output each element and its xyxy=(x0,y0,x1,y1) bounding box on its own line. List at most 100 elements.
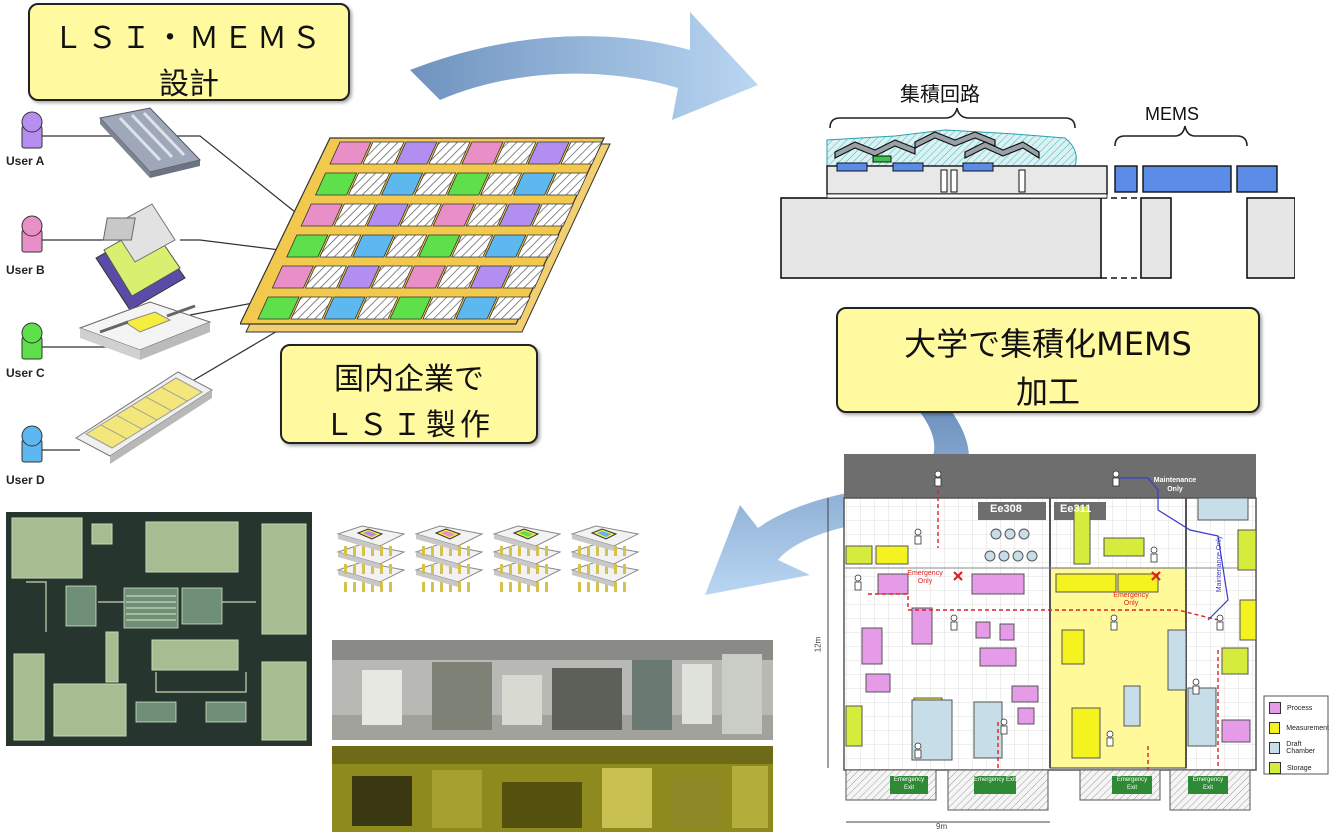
wafer-die xyxy=(257,296,300,320)
wafer-die xyxy=(329,141,372,165)
device-c-chip xyxy=(78,301,212,360)
wafer-die xyxy=(323,296,366,320)
wafer-die xyxy=(494,141,537,165)
emergency-exit-label-2: Emergency Exit xyxy=(974,777,1017,783)
manufacture-callout-line1: 国内企業で xyxy=(334,362,484,397)
wafer-die xyxy=(389,296,432,320)
wafer-die xyxy=(356,296,399,320)
yellow-room-photo-drawing xyxy=(332,746,773,832)
wafer-die xyxy=(333,203,376,227)
device-b-chip xyxy=(95,203,186,311)
packaged-chips xyxy=(336,525,640,592)
user-design-diagram xyxy=(21,107,361,464)
emergency-only-label-2: Emergency Only xyxy=(1113,592,1149,607)
dimension-width-label: 9m xyxy=(936,822,948,831)
wafer-die xyxy=(352,234,395,258)
wafer-die xyxy=(366,203,409,227)
maintenance-vertical-label: Maintenance Only xyxy=(1216,535,1223,593)
packaged-chip xyxy=(570,525,640,556)
arrow-to-chips xyxy=(705,412,969,595)
device-a-chip xyxy=(99,107,201,178)
wafer-die xyxy=(560,141,603,165)
mems-label: MEMS xyxy=(1145,104,1199,124)
legend-storage: Storage xyxy=(1265,758,1329,778)
manufacture-callout: 国内企業で ＬＳＩ製作 xyxy=(280,344,538,444)
wafer-die xyxy=(446,172,490,196)
wafer-die xyxy=(461,141,504,165)
wafer-die xyxy=(362,141,405,165)
room-ee311-label: Ee311 xyxy=(1060,503,1092,515)
wafer-die xyxy=(479,172,523,196)
wafer-die xyxy=(399,203,442,227)
legend-draft-chamber-label: Draft Chamber xyxy=(1286,741,1316,755)
wafer-die xyxy=(290,296,333,320)
wafer-die xyxy=(436,265,480,289)
legend-measurement-label: Measurement xyxy=(1286,724,1329,732)
wafer-die xyxy=(428,141,471,165)
university-callout: 大学で集積化MEMS 加工 xyxy=(836,307,1260,413)
user-d-icon xyxy=(21,425,43,463)
wafer-die xyxy=(517,234,560,258)
wafer-die xyxy=(418,234,461,258)
manufacture-callout-line2: ＬＳＩ製作 xyxy=(324,408,494,443)
die-micrograph xyxy=(6,512,312,746)
university-callout-line2: 加工 xyxy=(1015,373,1080,411)
legend-process-label: Process xyxy=(1287,704,1313,712)
legend-measurement-swatch xyxy=(1269,722,1281,734)
arrow-to-process xyxy=(410,12,758,120)
wafer-die xyxy=(484,234,527,258)
wafer-die xyxy=(502,265,546,289)
design-callout-line1: ＬＳＩ・ＭＥＭＳ xyxy=(53,21,325,56)
wafer-die xyxy=(403,265,447,289)
wafer-die xyxy=(413,172,457,196)
room-ee308-label: Ee308 xyxy=(990,503,1022,515)
wafer-die xyxy=(319,234,362,258)
wafer-die xyxy=(314,172,358,196)
legend-storage-label: Storage xyxy=(1287,764,1312,772)
legend-draft-chamber: Draft Chamber xyxy=(1265,738,1329,758)
user-b-label: User B xyxy=(6,263,45,277)
ic-label: 集積回路 xyxy=(900,82,980,106)
packaged-chip xyxy=(336,525,406,556)
wafer-die xyxy=(337,265,381,289)
wafer-die xyxy=(380,172,424,196)
design-callout: ＬＳＩ・ＭＥＭＳ 設計 xyxy=(28,3,350,102)
wafer-die xyxy=(347,172,391,196)
floor-plan-legend: Process Measurement Draft Chamber Storag… xyxy=(1265,698,1329,778)
ic-brace xyxy=(829,107,1076,129)
wafer-die xyxy=(432,203,475,227)
wafer-die xyxy=(370,265,414,289)
wafer-die xyxy=(451,234,494,258)
floor-plan xyxy=(827,454,1329,823)
wafer-die xyxy=(498,203,541,227)
wafer-die xyxy=(512,172,556,196)
user-c-label: User C xyxy=(6,366,45,380)
die-micrograph-drawing xyxy=(6,512,312,746)
user-a-icon xyxy=(21,111,43,149)
cleanroom-photo-drawing xyxy=(332,640,773,740)
packaged-chip xyxy=(414,525,484,556)
wafer-die xyxy=(304,265,348,289)
wafer-die xyxy=(271,265,315,289)
user-b-icon xyxy=(21,215,43,253)
wafer-die xyxy=(545,172,589,196)
emergency-exit-label-4: Emergency Exit xyxy=(1192,777,1224,791)
packaged-chip xyxy=(492,525,562,556)
university-callout-line1: 大学で集積化MEMS xyxy=(904,325,1192,363)
cross-section-diagram xyxy=(780,107,1295,279)
wafer-die xyxy=(286,234,329,258)
wafer-die xyxy=(527,141,570,165)
wafer-die xyxy=(465,203,508,227)
wafer-die xyxy=(531,203,574,227)
emergency-exit-label-1: Emergency Exit xyxy=(893,777,925,791)
emergency-exit-label-3: Emergency Exit xyxy=(1116,777,1148,791)
mems-brace xyxy=(1114,125,1248,147)
device-d-chip xyxy=(75,371,213,464)
emergency-only-label-1: Emergency Only xyxy=(907,570,943,585)
user-c-icon xyxy=(21,322,43,360)
legend-process: Process xyxy=(1265,698,1329,718)
maintenance-label: Maintenance Only xyxy=(1153,477,1197,493)
user-d-label: User D xyxy=(6,473,45,487)
legend-process-swatch xyxy=(1269,702,1281,714)
